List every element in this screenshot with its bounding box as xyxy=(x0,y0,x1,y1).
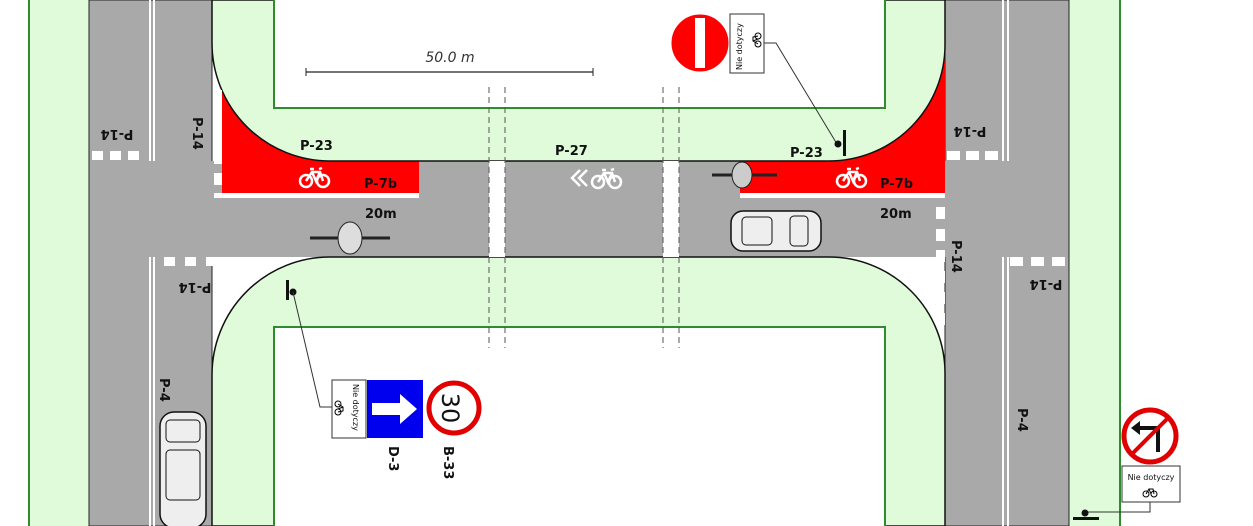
svg-text:Nie dotyczy: Nie dotyczy xyxy=(1128,473,1175,482)
plate-nie-dotyczy: Nie dotyczy xyxy=(331,379,367,439)
car-icon xyxy=(159,411,207,526)
car-icon xyxy=(730,210,822,252)
label-p4-right: P-4 xyxy=(1014,408,1029,432)
dimension-label: 50.0 m xyxy=(425,50,474,66)
label-p7b-left: P-7b xyxy=(364,177,397,192)
label-distance-right: 20m xyxy=(880,207,912,222)
plate-nie-dotyczy: Nie dotyczy xyxy=(729,13,765,74)
label-d3: D-3 xyxy=(385,446,400,471)
plate-nie-dotyczy: Nie dotyczy xyxy=(1121,465,1181,503)
svg-text:Nie dotyczy: Nie dotyczy xyxy=(735,23,744,70)
grass-strip-right xyxy=(1069,0,1120,526)
sign-post-top-right xyxy=(764,42,846,156)
label-b33: B-33 xyxy=(440,446,455,479)
label-p23-right: P-23 xyxy=(790,146,823,161)
one-way-sign xyxy=(367,380,423,438)
speed-limit-sign: 30 xyxy=(426,380,482,436)
no-left-turn-sign xyxy=(1121,407,1179,465)
no-entry-sign xyxy=(670,13,730,73)
label-p7b-right: P-7b xyxy=(880,177,913,192)
label-p14-vertical-left: P-14 xyxy=(189,117,204,150)
label-p27: P-27 xyxy=(555,144,588,159)
label-p4-left: P-4 xyxy=(156,378,171,402)
label-distance-left: 20m xyxy=(365,207,397,222)
grass-strip-left xyxy=(29,0,89,526)
cyclist-icon xyxy=(712,161,777,189)
crosswalk-markings xyxy=(92,90,1065,325)
label-p14-top-left: P-14 xyxy=(101,126,134,141)
label-p14-bottom-right: P-14 xyxy=(1030,276,1063,291)
label-p23-left: P-23 xyxy=(300,139,333,154)
label-p14-top-right: P-14 xyxy=(954,123,987,138)
dimension-line: 50.0 m xyxy=(305,50,594,76)
svg-text:30: 30 xyxy=(436,393,464,424)
bicycle-icon xyxy=(570,167,623,190)
sign-post-bottom-left xyxy=(286,280,332,408)
cyclist-icon xyxy=(310,221,390,255)
svg-text:Nie dotyczy: Nie dotyczy xyxy=(351,384,360,431)
label-p14-vertical-right: P-14 xyxy=(948,240,963,273)
section-lines xyxy=(488,87,680,348)
sign-post-bottom-right xyxy=(1073,502,1151,520)
label-p14-bottom-left: P-14 xyxy=(179,279,212,294)
